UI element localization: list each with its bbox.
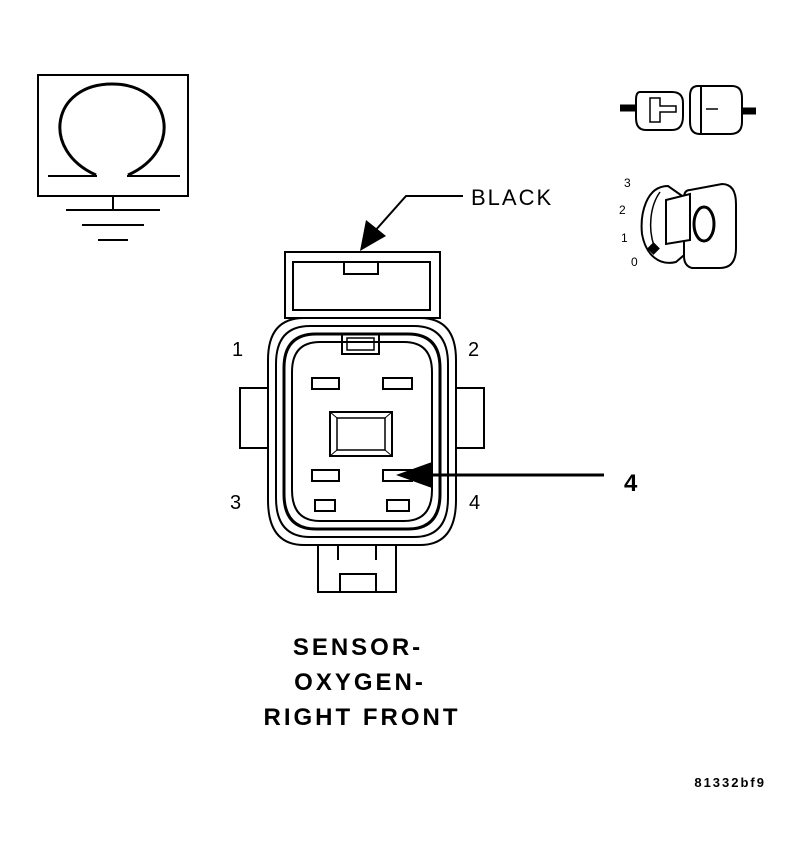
caption-line-1: SENSOR- [293,634,423,661]
pin-label-3: 3 [230,492,241,514]
disconnected-connector-icon [620,85,756,135]
caption-line-3: RIGHT FRONT [264,704,461,731]
pin-label-2: 2 [468,339,479,361]
arrowhead [360,220,386,251]
pin-label-1: 1 [232,339,243,361]
figure-code: 81332bf9 [694,775,766,790]
cavity-pin-1 [311,377,340,390]
ignition-off-icon: 3 2 1 0 [619,176,737,269]
ohmmeter-icon [37,74,189,241]
ignition-position-0: 0 [631,255,638,269]
cavity-pin-2 [382,377,413,390]
pin-callout-arrow [396,462,604,488]
ignition-position-2: 2 [619,203,626,217]
cavity-pin-3 [311,469,340,482]
ignition-position-1: 1 [621,231,628,245]
pin-label-4: 4 [469,492,480,514]
wire-color-label: BLACK [471,185,553,210]
connector-face [239,251,485,593]
wire-color-callout: BLACK [360,185,553,251]
caption-line-2: OXYGEN- [294,669,426,696]
pin-callout-label: 4 [624,470,638,497]
ignition-position-3: 3 [624,176,631,190]
